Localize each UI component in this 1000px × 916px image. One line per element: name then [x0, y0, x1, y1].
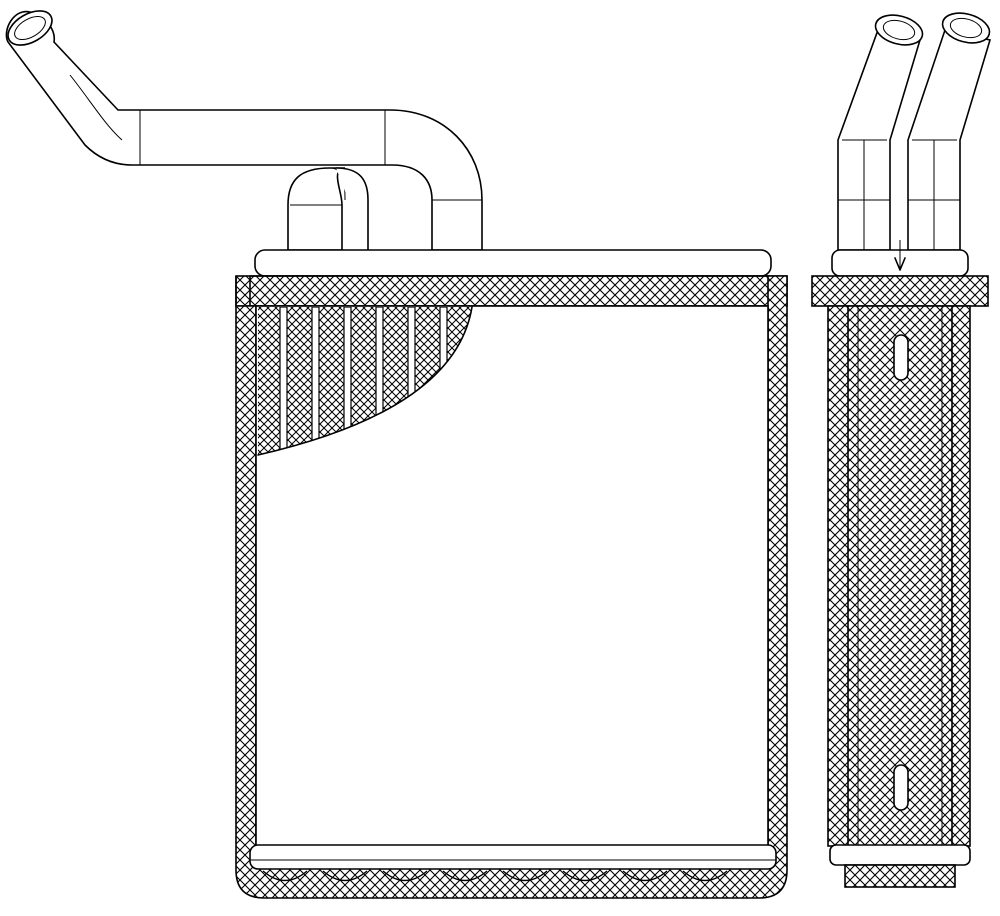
side-pipe-right — [907, 12, 992, 251]
bottom-tank-dimple — [262, 870, 308, 882]
bottom-tank-dimple — [682, 870, 728, 882]
bottom-tank-dimple — [442, 870, 488, 882]
bottom-tank-dimple — [382, 870, 428, 882]
bottom-tank-dimple — [502, 870, 548, 882]
bottom-tank-dimple — [562, 870, 608, 882]
fin-tube — [375, 307, 384, 455]
side-view — [811, 12, 992, 888]
front-outlet-pipe — [5, 10, 483, 251]
side-pipe-left — [837, 14, 924, 251]
side-slot-top — [893, 334, 909, 381]
outlet-pipe-opening — [7, 10, 53, 46]
fin-tube — [343, 307, 352, 455]
side-top-flange — [811, 275, 989, 307]
side-bottom-tank — [829, 844, 971, 866]
front-bottom-tank — [249, 844, 777, 882]
fin-tube — [279, 307, 288, 455]
fin-tube — [407, 307, 416, 455]
side-bottom-flange — [844, 864, 956, 888]
side-core — [827, 305, 971, 847]
bottom-tank-dimple — [322, 870, 368, 882]
front-view — [5, 10, 788, 899]
side-slot-bottom — [893, 764, 909, 811]
front-top-tank — [235, 249, 788, 307]
fin-tube — [311, 307, 320, 455]
bottom-tank-dimple — [622, 870, 668, 882]
